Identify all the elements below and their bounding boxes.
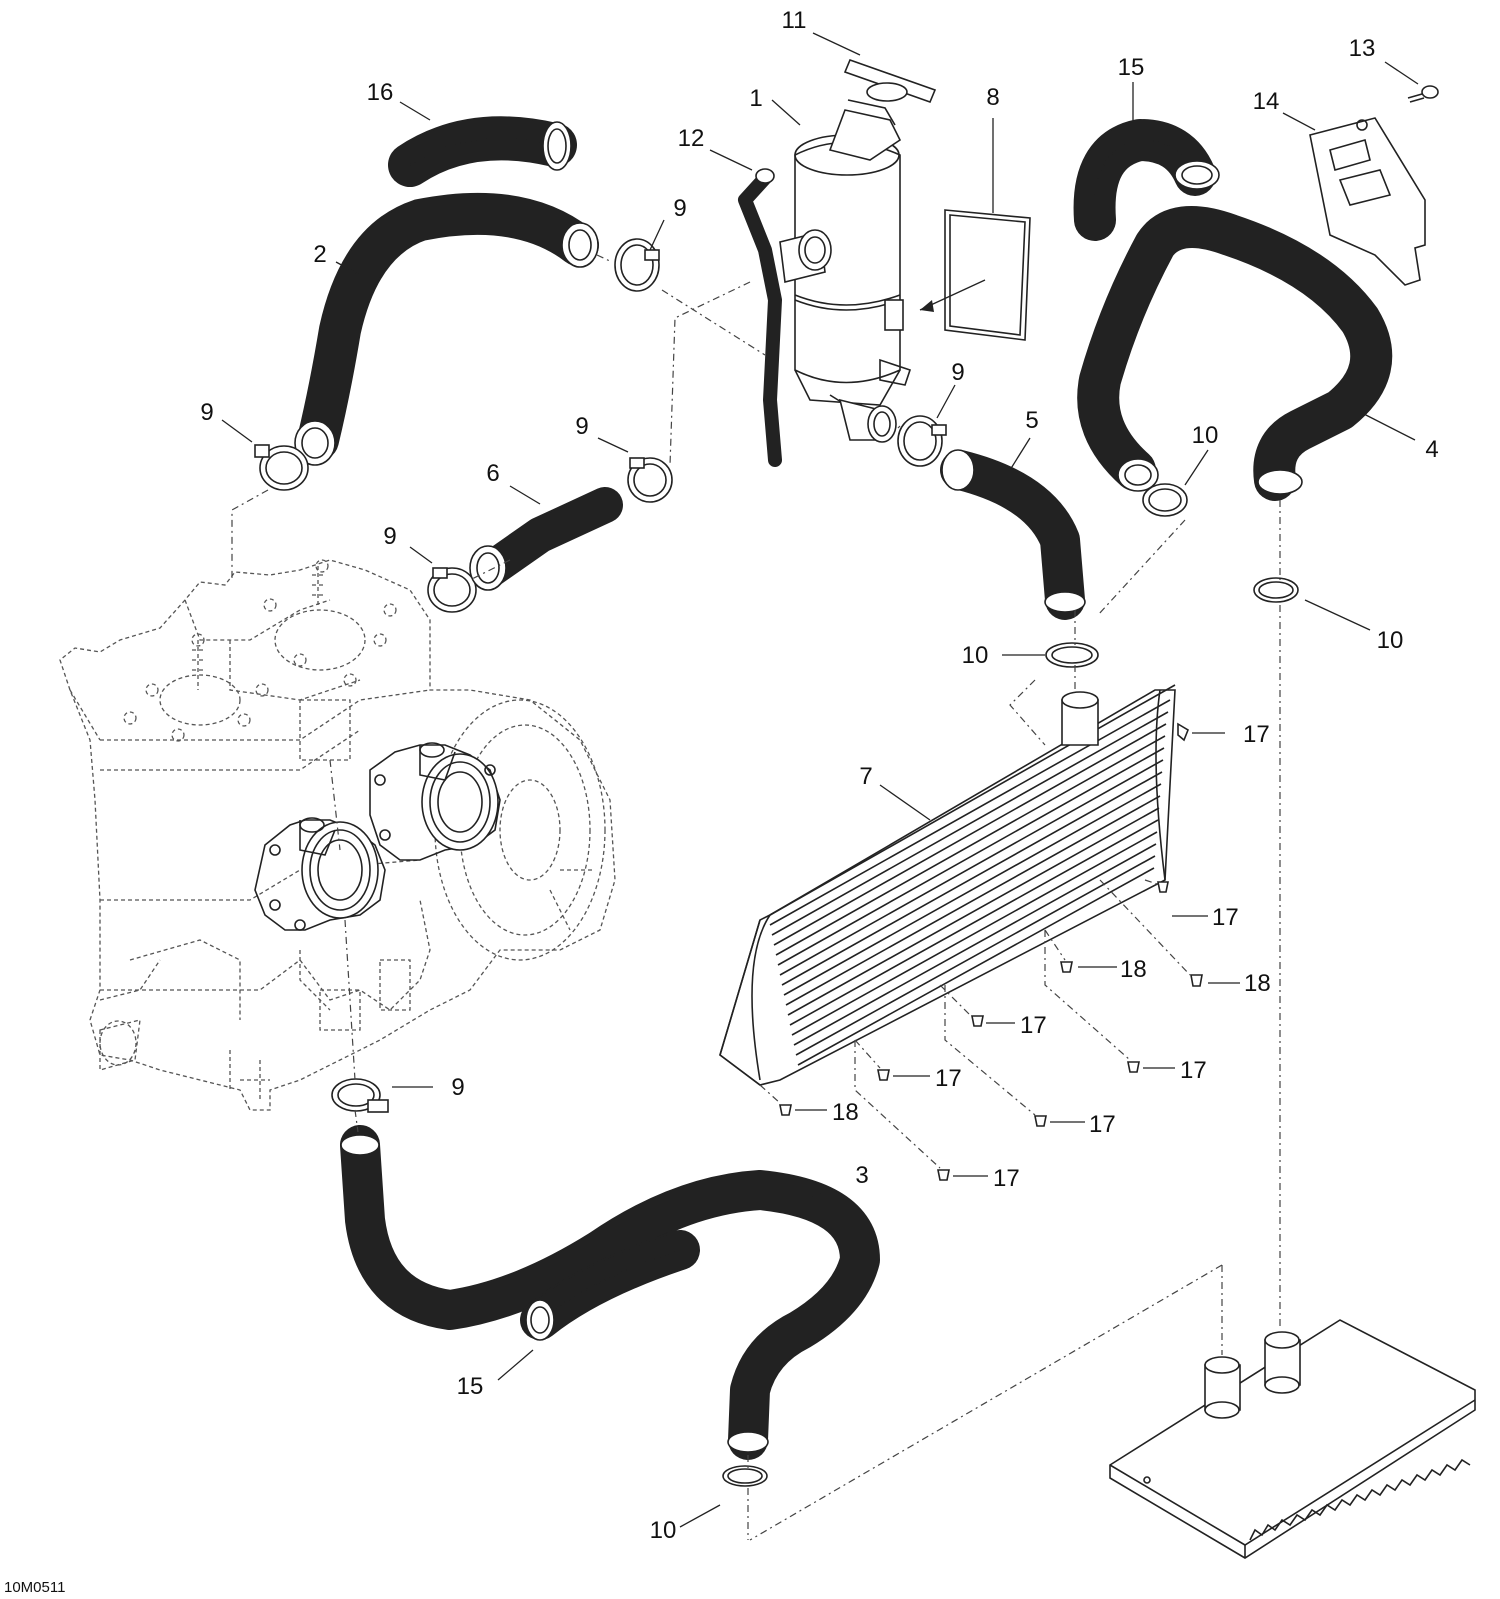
screw-17-b [1157,881,1169,893]
callout-17-e: 17 [935,1065,962,1092]
callout-17-g: 17 [993,1165,1020,1192]
callout-11: 11 [782,7,807,34]
screw-13 [1407,85,1439,103]
callout-4: 4 [1425,436,1438,463]
screw-18-c [779,1104,792,1116]
clamp-10-c [1045,642,1099,668]
clamp-9-f [331,1078,389,1113]
screw-17-e [877,1069,890,1081]
callout-17-c: 17 [1020,1012,1047,1039]
clamp-10-b [1253,577,1299,603]
clamp-9-c [627,457,673,503]
screw-18-b [1190,974,1203,987]
hose-15-bottom [520,1230,700,1341]
clamp-9-d [427,567,477,613]
bracket [1309,117,1426,286]
screw-17-c [971,1015,984,1027]
callout-15-b: 15 [457,1373,484,1400]
callout-16: 16 [367,79,394,106]
callout-17-d: 17 [1180,1057,1207,1084]
heat-exchanger [719,684,1176,1086]
leader-lines [221,32,1419,1528]
screw-17-a [1177,722,1189,742]
overflow-tube [738,168,782,467]
callout-18-a: 18 [1120,956,1147,983]
hose-5 [940,449,1086,620]
callout-17-f: 17 [1089,1111,1116,1138]
callout-12: 12 [678,125,705,152]
screw-17-g [937,1169,950,1181]
intake-manifold-left [254,817,386,931]
engine [59,559,616,1111]
callout-18-b: 18 [1244,970,1271,997]
hose-2 [294,192,599,466]
clamp-9-e [897,415,947,467]
callout-18-c: 18 [832,1099,859,1126]
clamp-9-a [614,238,660,292]
callout-14: 14 [1253,88,1280,115]
hose-3 [340,1125,880,1460]
callout-2: 2 [313,241,326,268]
intake-manifold-right [369,742,501,861]
callout-3: 3 [855,1162,868,1189]
callout-5: 5 [1025,407,1038,434]
rail-cooler [1109,1319,1476,1559]
connection-lines [231,254,1281,1541]
clamp-10-a [1142,483,1188,517]
callouts: 1 2 3 4 5 6 7 8 9 9 9 9 9 9 10 10 10 10 … [200,7,1438,1544]
callout-9-a: 9 [673,195,686,222]
callout-15-a: 15 [1118,54,1145,81]
clamp-10-d [722,1465,768,1487]
callout-17-b: 17 [1212,904,1239,931]
callout-9-e: 9 [951,359,964,386]
callout-10-d: 10 [650,1517,677,1544]
hose-4 [1077,206,1393,501]
callout-13: 13 [1349,35,1376,62]
callout-10-c: 10 [962,642,989,669]
drawing-code: 10M0511 [4,1579,65,1596]
callout-9-d: 9 [383,523,396,550]
decal-plate [919,209,1031,341]
callout-8: 8 [986,84,999,111]
clamp-9-b [254,444,309,491]
callout-7: 7 [859,763,872,790]
hose-15-top [1073,119,1220,241]
screw-17-d [1127,1061,1140,1073]
callout-9-c: 9 [575,413,588,440]
callout-10-a: 10 [1192,422,1219,449]
screw-17-f [1034,1115,1047,1127]
hose-16-corrugated [388,116,577,187]
callout-9-f: 9 [451,1074,464,1101]
reservoir-cap [843,58,937,104]
callout-17-a: 17 [1243,721,1270,748]
callout-6: 6 [486,460,499,487]
screw-18-a [1060,961,1073,973]
hose-6 [469,487,623,591]
callout-10-b: 10 [1377,627,1404,654]
callout-9-b: 9 [200,399,213,426]
callout-1: 1 [749,85,762,112]
coolant-reservoir [779,99,912,443]
